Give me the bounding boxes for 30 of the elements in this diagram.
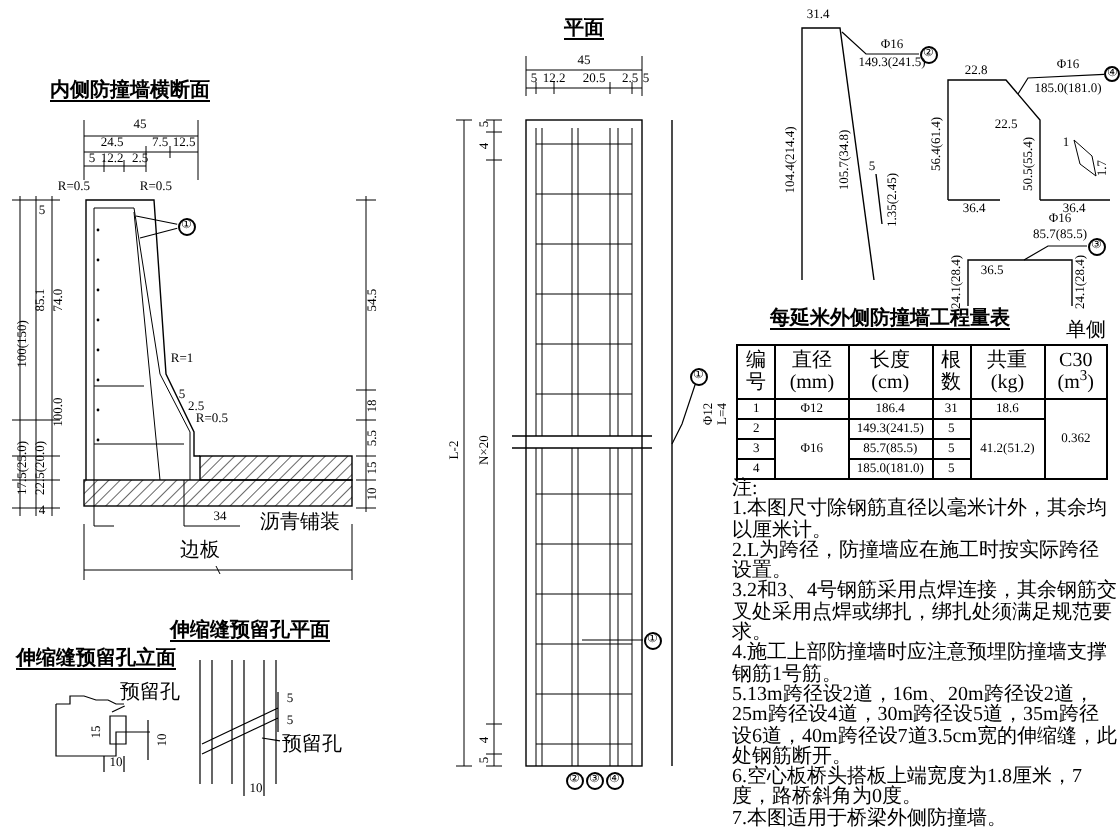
drawing-title: 平面 — [564, 20, 604, 40]
drawing-title: 每延米外侧防撞墙工程量表 — [770, 310, 1010, 330]
table-header-cell: 编号 — [737, 345, 776, 399]
leader-line — [261, 737, 281, 742]
callout-text: 预留孔 — [118, 682, 182, 706]
note-text: 6.空心板桥头搭板上端宽度为1.8厘米，7度，路桥斜角为0度。 — [732, 768, 1084, 809]
leader-line — [111, 705, 126, 713]
annotation-text: 沥青铺装 — [260, 514, 340, 534]
drawing-title: 伸缩缝预留孔立面 — [16, 650, 176, 670]
leader-line — [841, 31, 920, 55]
table-header-cell: 共重 (kg) — [970, 345, 1045, 399]
leader-line — [581, 639, 644, 641]
table-header-cell: 直径 (mm) — [775, 345, 849, 399]
leader-line — [1023, 245, 1088, 261]
leader-line — [139, 227, 178, 239]
table-header-cell: C30 (m$^{3}$) — [1044, 345, 1107, 399]
table-header-cell: 根数 — [932, 345, 971, 399]
note-text: 4.施工上部防撞墙时应注意预埋防撞墙支撑钢筋1号筋。 — [732, 644, 1109, 686]
drawing-title: 伸缩缝预留孔平面 — [170, 622, 330, 642]
annotation-text: 单侧 — [1066, 322, 1106, 342]
note-text: 5.13m跨径设2道，16m、20m跨径设2道，25m跨径设4道，30m跨径设5道，35m跨径设6道，40m跨径设7道3.5cm宽的伸缩缝，此处钢筋断开。 — [732, 685, 1118, 768]
leader-line — [671, 383, 696, 445]
leader-line — [1017, 73, 1105, 95]
note-text: 7.本图适用于桥梁外侧防撞墙。 — [732, 809, 1009, 831]
note-text: 1.本图尺寸除钢筋直径以毫米计外，其余均以厘米计。 — [732, 500, 1109, 542]
annotation-text: 边板 — [180, 542, 220, 562]
drawing-title: 内侧防撞墙横断面 — [50, 82, 210, 102]
table-header-cell: 长度 (cm) — [848, 345, 933, 399]
leader-line — [135, 215, 178, 225]
callout-text: 预留孔 — [280, 734, 344, 758]
